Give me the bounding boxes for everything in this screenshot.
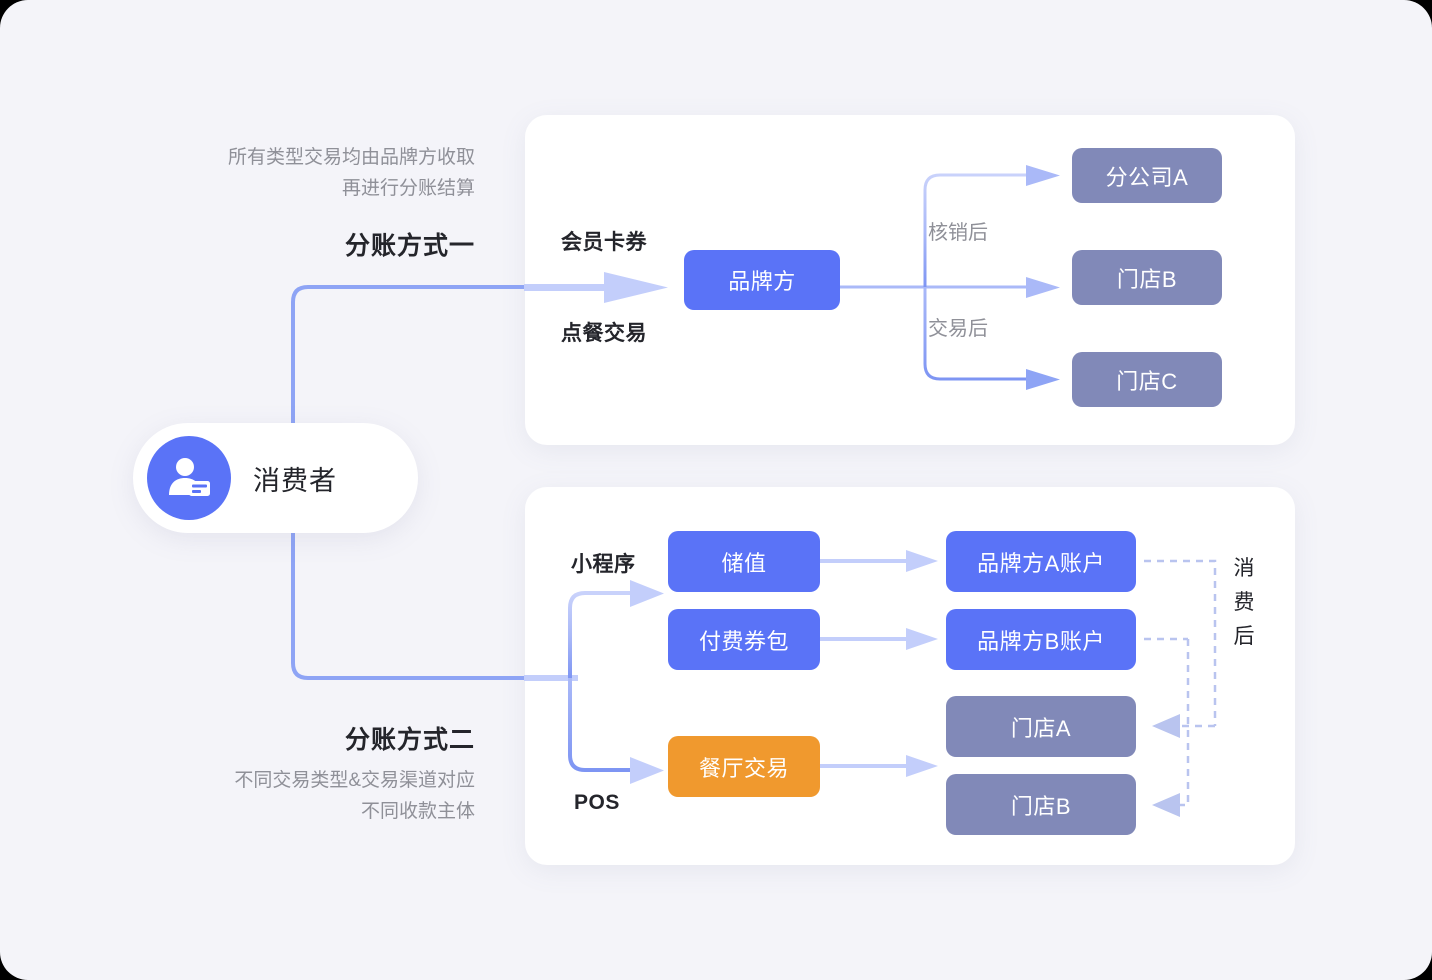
node-stored-value[interactable]: 储值 [668,531,820,592]
person-card-icon [147,436,231,520]
input-label-membership-coupon: 会员卡券 [561,231,647,254]
method-one-heading: 分账方式一 [344,232,475,260]
node-store-a-bottom[interactable]: 门店A [946,696,1136,757]
node-store-b-bottom[interactable]: 门店B [946,774,1136,835]
node-brand-account-b[interactable]: 品牌方B账户 [946,609,1136,670]
edge-label-after-redemption: 核销后 [928,222,988,244]
node-store-b-top[interactable]: 门店B [1072,250,1222,305]
node-branch-company-a[interactable]: 分公司A [1072,148,1222,203]
consumer-label: 消费者 [253,465,337,496]
node-store-c-top[interactable]: 门店C [1072,352,1222,407]
method-two-card [525,487,1295,865]
settlement-label-after-consumption: 消费后 [1233,557,1255,648]
channel-label-pos: POS [574,791,620,814]
channel-label-miniprogram: 小程序 [571,553,636,576]
node-brand-hub[interactable]: 品牌方 [684,250,840,310]
node-brand-account-a[interactable]: 品牌方A账户 [946,531,1136,592]
input-label-order-transaction: 点餐交易 [561,322,647,345]
method-two-caption: 不同交易类型&交易渠道对应 不同收款主体 [234,770,475,822]
node-restaurant-transaction[interactable]: 餐厅交易 [668,736,820,797]
consumer-node[interactable]: 消费者 [133,423,418,533]
method-two-heading: 分账方式二 [344,726,475,754]
node-paid-coupon-pack[interactable]: 付费券包 [668,609,820,670]
method-one-caption: 所有类型交易均由品牌方收取 再进行分账结算 [227,147,475,199]
edge-label-after-transaction: 交易后 [928,318,988,340]
